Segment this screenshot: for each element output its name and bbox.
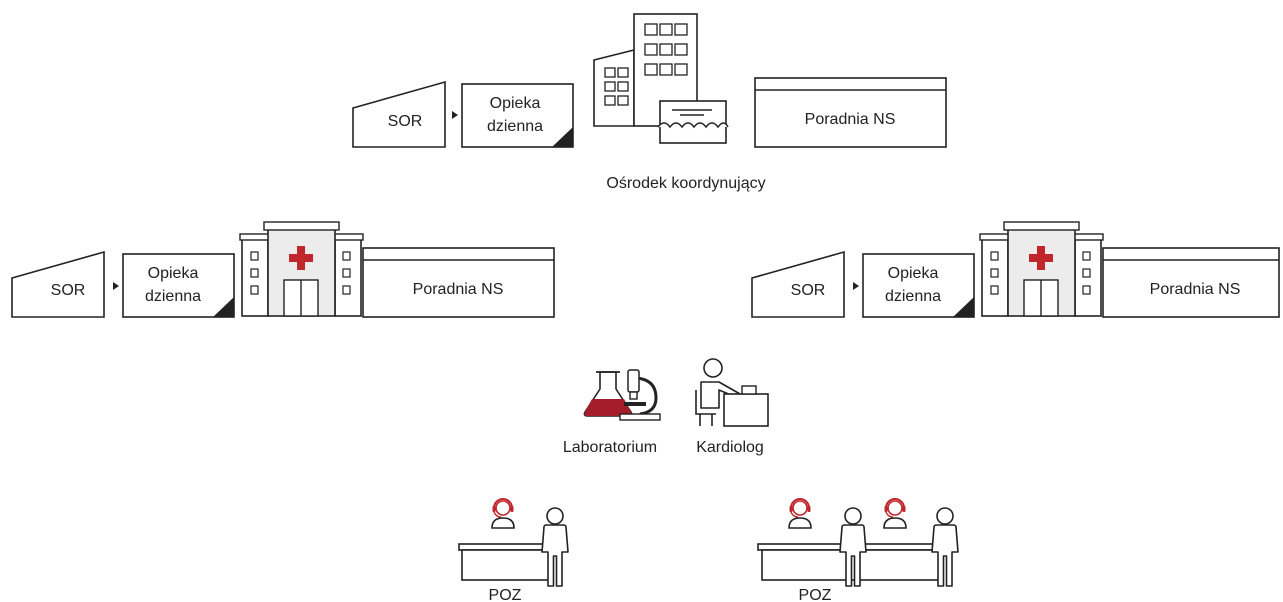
poz-label: POZ: [489, 587, 522, 602]
coordinating-center-group: SOR Opieka dzienna: [352, 13, 947, 192]
clinic-label: Poradnia NS: [413, 281, 504, 298]
laboratory-label: Laboratorium: [563, 439, 657, 456]
day-care-label-line2: dzienna: [487, 118, 543, 135]
primary-care-large-group: POZ: [757, 498, 959, 602]
sor-box-right: SOR: [751, 250, 845, 318]
cardiologist-label: Kardiolog: [696, 439, 764, 456]
day-care-box-center: Opieka dzienna: [461, 83, 574, 148]
reception-desk-icon: [458, 498, 569, 587]
doctor-at-desk-icon: [695, 358, 769, 427]
sor-box-center: SOR: [352, 80, 446, 148]
sor-label: SOR: [388, 113, 423, 130]
day-care-label-line2: dzienna: [885, 288, 941, 305]
clinic-box-center: Poradnia NS: [754, 77, 947, 148]
laboratory-flask-microscope-icon: [583, 369, 661, 421]
hospital-right-group: SOR Opieka dzienna Poradnia NS: [751, 221, 1280, 318]
primary-care-small-group: POZ: [458, 498, 569, 602]
day-care-label-line1: Opieka: [490, 95, 541, 112]
hospital-left-group: SOR Opieka dzienna Poradnia NS: [11, 221, 555, 318]
hospital-icon: [239, 221, 364, 317]
laboratory-group: Laboratorium: [563, 369, 661, 456]
coordinating-center-caption: Ośrodek koordynujący: [606, 175, 765, 192]
day-care-label-line1: Opieka: [148, 265, 199, 282]
sor-box-left: SOR: [11, 250, 105, 318]
clinic-label: Poradnia NS: [1150, 281, 1241, 298]
clinic-box-right: Poradnia NS: [1102, 247, 1280, 318]
office-buildings-icon: [593, 13, 729, 144]
arrow-right-icon: [452, 111, 458, 119]
sor-label: SOR: [51, 282, 86, 299]
day-care-box-left: Opieka dzienna: [122, 253, 235, 318]
clinic-label: Poradnia NS: [805, 111, 896, 128]
arrow-right-icon: [853, 282, 859, 290]
cardiologist-group: Kardiolog: [695, 358, 769, 456]
arrow-right-icon: [113, 282, 119, 290]
hospital-icon: [979, 221, 1104, 317]
day-care-box-right: Opieka dzienna: [862, 253, 975, 318]
sor-label: SOR: [791, 282, 826, 299]
reception-desk-icon: [757, 498, 959, 587]
clinic-box-left: Poradnia NS: [362, 247, 555, 318]
poz-label: POZ: [799, 587, 832, 602]
day-care-label-line1: Opieka: [888, 265, 939, 282]
day-care-label-line2: dzienna: [145, 288, 201, 305]
